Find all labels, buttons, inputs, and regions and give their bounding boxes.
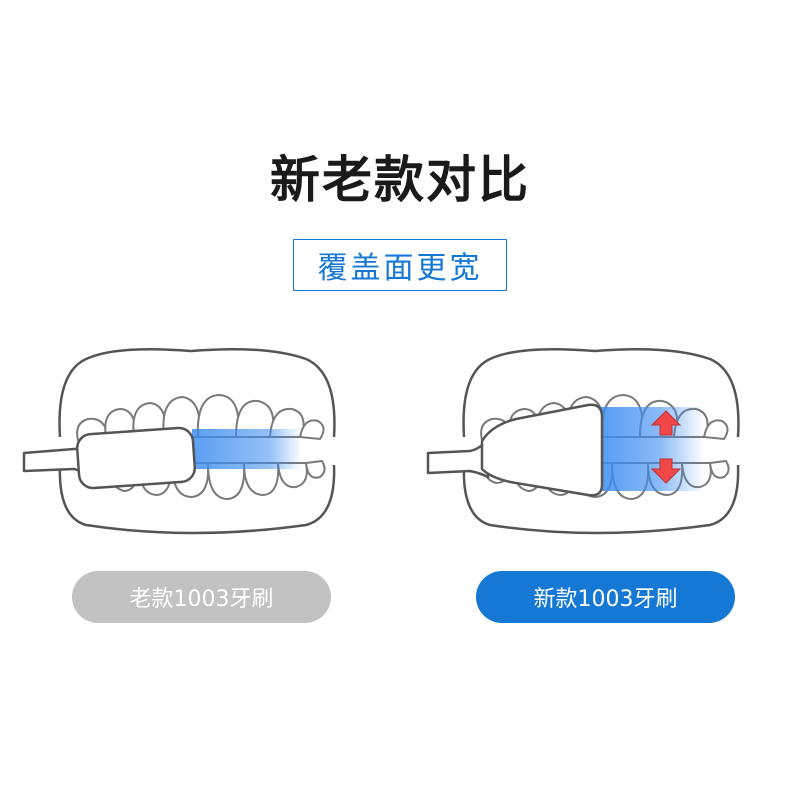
old-toothbrush-teeth-illustration: [22, 347, 336, 535]
coverage-band: [192, 429, 302, 469]
subtitle-text: 覆盖面更宽: [317, 251, 483, 286]
subtitle-badge: 覆盖面更宽: [293, 239, 507, 291]
brush-neck: [426, 437, 490, 479]
coverage-band: [594, 407, 704, 491]
brush-head: [75, 426, 197, 490]
new-model-label: 新款1003牙刷: [476, 571, 735, 623]
page-title: 新老款对比: [270, 151, 530, 209]
up-down-arrows-icon: [650, 410, 682, 484]
old-model-label: 老款1003牙刷: [72, 571, 331, 623]
new-toothbrush-teeth-illustration: [426, 347, 740, 535]
new-model-label-text: 新款1003牙刷: [533, 587, 678, 612]
old-model-label-text: 老款1003牙刷: [129, 587, 274, 612]
brush-head: [480, 403, 604, 497]
